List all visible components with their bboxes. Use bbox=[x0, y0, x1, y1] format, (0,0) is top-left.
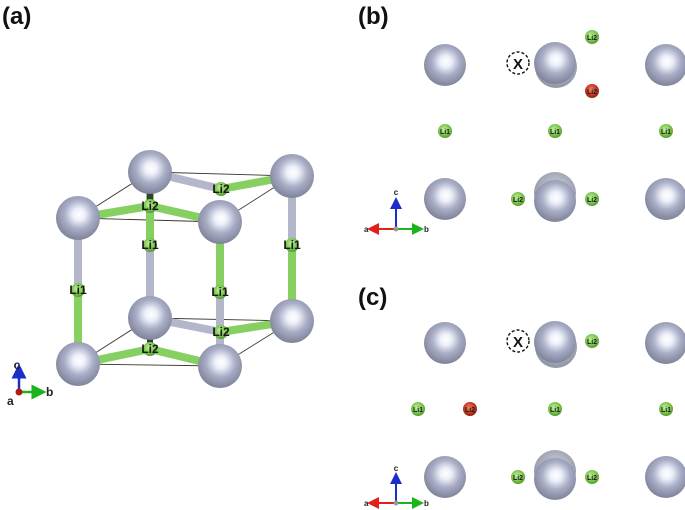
li-atom bbox=[143, 342, 157, 356]
host-atom bbox=[198, 344, 242, 388]
li-atom bbox=[438, 124, 452, 138]
li-atom bbox=[213, 285, 227, 299]
axis-b-label: b bbox=[46, 385, 53, 399]
vertical-bonds bbox=[74, 172, 296, 366]
unit-cell-outline bbox=[77, 171, 293, 367]
li-atom bbox=[511, 192, 525, 206]
site-label: Li2 bbox=[212, 325, 230, 339]
site-label: Li2 bbox=[587, 339, 597, 346]
host-atom bbox=[424, 178, 466, 220]
host-atom bbox=[534, 180, 576, 222]
site-label: Li1 bbox=[141, 238, 159, 252]
host-atom bbox=[645, 322, 685, 364]
host-atom bbox=[198, 200, 242, 244]
host-atom bbox=[645, 178, 685, 220]
axis-b-label: b bbox=[424, 499, 429, 508]
li-atom bbox=[214, 182, 228, 196]
site-label: Li2 bbox=[141, 199, 159, 213]
site-label: Li2 bbox=[513, 475, 523, 482]
panel-a: (a) bbox=[2, 3, 314, 408]
site-label: Li1 bbox=[550, 407, 560, 414]
axis-a-label: a bbox=[364, 499, 369, 508]
host-atom bbox=[128, 150, 172, 194]
li-atom-highlight bbox=[463, 402, 477, 416]
site-label: Li2 bbox=[587, 89, 597, 96]
host-atom bbox=[645, 456, 685, 498]
panel-b-label: (b) bbox=[358, 3, 389, 30]
host-atom bbox=[270, 299, 314, 343]
host-atom bbox=[424, 44, 466, 86]
host-atom bbox=[128, 296, 172, 340]
panel-a-label: (a) bbox=[2, 3, 31, 30]
li-atom bbox=[585, 30, 599, 44]
li-atom bbox=[143, 238, 157, 252]
site-label: Li2 bbox=[212, 182, 230, 196]
bottom-bonds bbox=[77, 314, 293, 370]
li-atom bbox=[585, 192, 599, 206]
host-atom bbox=[534, 42, 576, 84]
site-label: Li1 bbox=[661, 407, 671, 414]
site-label: Li2 bbox=[587, 197, 597, 204]
host-atom bbox=[645, 44, 685, 86]
axis-a-label: a bbox=[7, 394, 14, 408]
vacancy-mark-text: X bbox=[513, 56, 523, 73]
site-label: Li2 bbox=[141, 342, 159, 356]
axis-c-label: c bbox=[14, 358, 21, 372]
site-label: Li1 bbox=[661, 129, 671, 136]
vacancy-marker: X bbox=[506, 51, 530, 75]
site-label: Li1 bbox=[211, 285, 229, 299]
panel-c: (c) X Li2 Li1 Li2 Li1 Li1 Li2 Li2 bbox=[358, 284, 685, 509]
panel-c-label: (c) bbox=[358, 284, 387, 311]
panel-b: (b) X Li2 Li2 Li1 Li1 Li1 Li2 Li2 bbox=[358, 3, 685, 235]
site-label: Li1 bbox=[283, 238, 301, 252]
host-atom bbox=[56, 342, 100, 386]
li-atom bbox=[143, 199, 157, 213]
axis-c-label: c bbox=[394, 464, 399, 473]
li-atom bbox=[411, 402, 425, 416]
host-atom bbox=[424, 322, 466, 364]
li-atom bbox=[548, 402, 562, 416]
site-label: Li1 bbox=[69, 283, 87, 297]
host-atom bbox=[534, 321, 576, 363]
host-atom bbox=[270, 154, 314, 198]
axis-triad-c: c a b bbox=[364, 464, 429, 509]
host-atom bbox=[424, 456, 466, 498]
site-label: Li1 bbox=[440, 129, 450, 136]
li-atom bbox=[585, 470, 599, 484]
axis-triad-a: c a b bbox=[7, 358, 53, 408]
li-atom bbox=[659, 124, 673, 138]
li-atom bbox=[585, 334, 599, 348]
axis-c-label: c bbox=[394, 188, 399, 197]
axis-a-label: a bbox=[364, 225, 369, 234]
site-label: Li2 bbox=[513, 197, 523, 204]
li-atom bbox=[285, 238, 299, 252]
axis-b-label: b bbox=[424, 225, 429, 234]
li-atom bbox=[214, 325, 228, 339]
li-atom bbox=[511, 470, 525, 484]
vacancy-mark-text: X bbox=[513, 334, 523, 351]
axis-triad-b: c a b bbox=[364, 188, 429, 235]
site-label: Li1 bbox=[413, 407, 423, 414]
host-atom bbox=[56, 196, 100, 240]
li-atom-highlight bbox=[585, 84, 599, 98]
host-atom bbox=[534, 458, 576, 500]
li-atom bbox=[659, 402, 673, 416]
li-atom bbox=[71, 283, 85, 297]
vacancy-marker: X bbox=[506, 329, 530, 353]
li-atom bbox=[548, 124, 562, 138]
site-label: Li2 bbox=[587, 35, 597, 42]
site-label: Li2 bbox=[465, 407, 475, 414]
site-label: Li2 bbox=[587, 475, 597, 482]
site-label: Li1 bbox=[550, 129, 560, 136]
